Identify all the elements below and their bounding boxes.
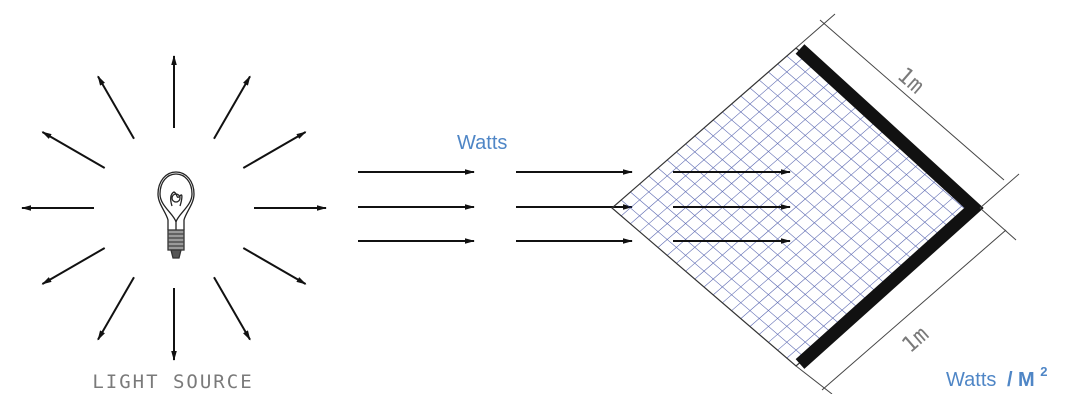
grid-line xyxy=(713,119,898,279)
incident-rays xyxy=(673,169,791,244)
watts-per-area-unit: / M xyxy=(1007,369,1035,391)
watts-per-area-prefix: Watts xyxy=(946,369,996,391)
watts-per-area-exponent: 2 xyxy=(1040,364,1047,379)
radial-ray xyxy=(213,75,251,140)
grid-line xyxy=(786,55,971,215)
grid-line xyxy=(749,166,935,327)
dimension-lines xyxy=(795,13,1020,394)
grid-line xyxy=(703,126,889,288)
parallel-rays-group-1 xyxy=(358,169,475,244)
grid-line xyxy=(759,174,944,335)
grid-line xyxy=(759,79,944,239)
side-length-top-label: 1m xyxy=(892,63,928,99)
grid-line xyxy=(749,87,935,247)
grid-line xyxy=(768,71,953,231)
grid-line xyxy=(740,95,925,255)
grid-line xyxy=(731,150,916,311)
light-bulb-icon xyxy=(157,171,195,259)
watts-per-area-label: Watts / M 2 xyxy=(946,364,1048,391)
watts-label: Watts xyxy=(457,132,507,154)
side-length-bottom-label: 1m xyxy=(898,322,934,358)
grid-line xyxy=(722,142,907,304)
grid-line xyxy=(740,158,925,319)
radial-ray xyxy=(41,131,106,169)
radial-light-rays xyxy=(21,55,327,361)
radial-ray xyxy=(213,276,251,341)
radial-ray xyxy=(97,276,135,341)
light-source-label: LIGHT SOURCE xyxy=(92,371,253,393)
grid-line xyxy=(722,111,907,271)
grid-line xyxy=(786,197,971,359)
square-edge-bar xyxy=(795,44,984,369)
grid-line xyxy=(777,63,962,223)
radial-ray xyxy=(242,247,307,285)
grid-line xyxy=(731,103,916,263)
radial-ray xyxy=(97,75,135,140)
radial-ray xyxy=(41,247,106,285)
unit-area-square xyxy=(611,44,984,369)
grid-line xyxy=(768,182,953,343)
grid-line xyxy=(777,189,962,351)
radial-ray xyxy=(242,131,307,169)
grid-line xyxy=(713,134,898,296)
